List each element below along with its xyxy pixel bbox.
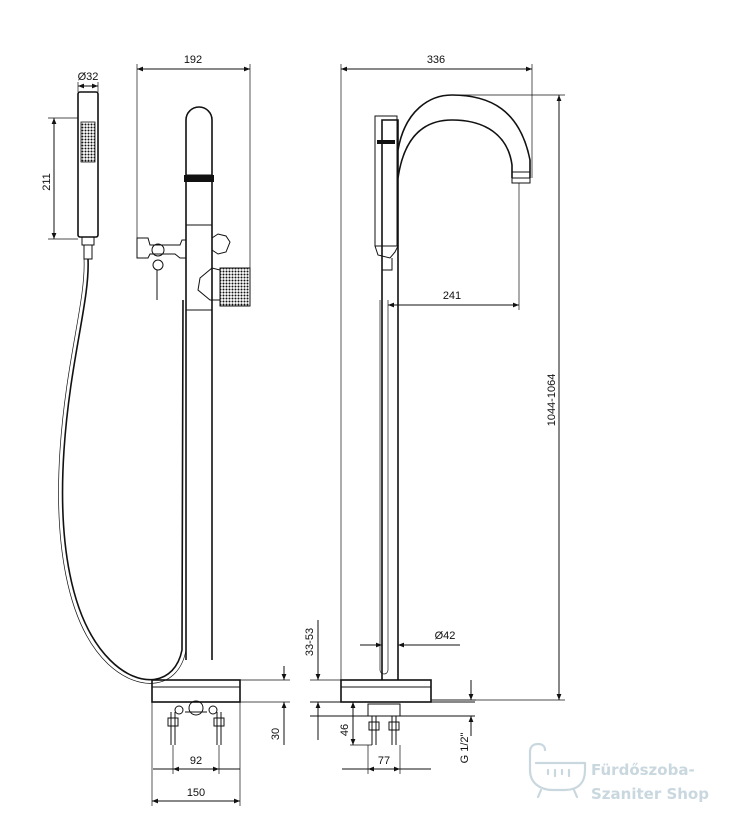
- front-view: 192 30 92 150: [136, 54, 290, 806]
- dim-hand-shower-diameter: Ø32: [78, 71, 99, 83]
- watermark-line2: Szaniter Shop: [591, 785, 709, 803]
- dim-column-diameter: Ø42: [435, 630, 456, 642]
- dim-side-width: 336: [427, 54, 445, 66]
- dim-floor-depth: 46: [339, 724, 351, 736]
- dim-base-diameter: 150: [187, 787, 205, 799]
- dim-connector-spacing: 77: [378, 755, 390, 767]
- dim-front-width: 192: [184, 54, 202, 66]
- dim-base-thickness: 30: [270, 728, 282, 740]
- dim-base-height-range: 33-53: [304, 628, 316, 656]
- dim-hand-shower-length: 211: [41, 173, 53, 191]
- hand-shower-detail: Ø32 211: [41, 71, 187, 684]
- bathtub-icon: [528, 742, 587, 799]
- dim-total-height: 1044-1064: [546, 374, 558, 427]
- dim-spout-reach: 241: [443, 290, 461, 302]
- dim-thread: G 1/2": [459, 733, 471, 764]
- side-view: 336 241 1044-1064 Ø42 33-53 46: [304, 54, 565, 774]
- dim-fixing-spacing: 92: [190, 755, 202, 767]
- watermark: Fürdőszoba- Szaniter Shop: [528, 742, 709, 803]
- watermark-line1: Fürdőszoba-: [591, 761, 695, 779]
